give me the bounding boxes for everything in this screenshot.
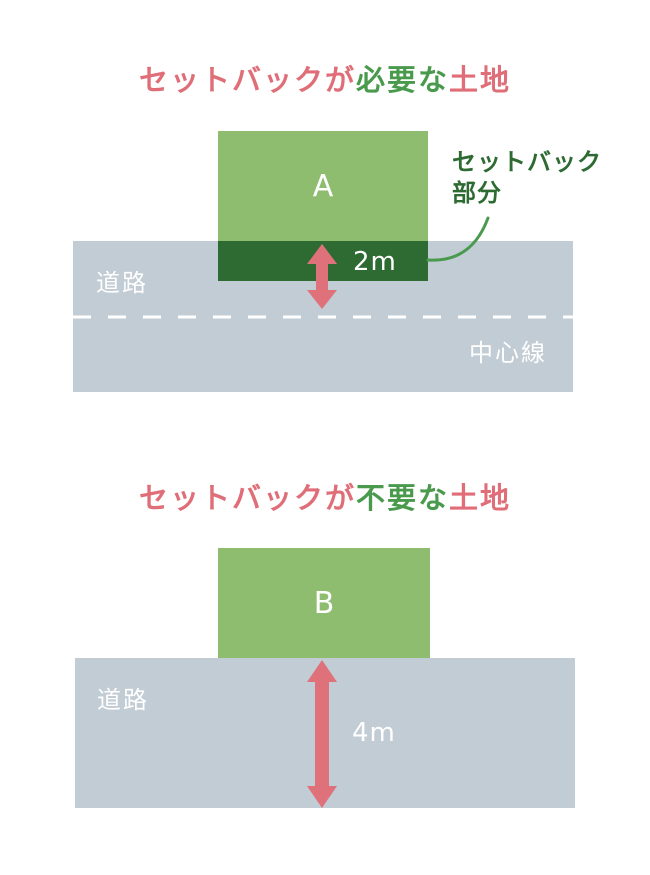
dimension-4m: 4m xyxy=(352,718,396,748)
title-a-part-3: 土地 xyxy=(449,63,512,97)
road-label-b: 道路 xyxy=(97,686,149,714)
title-a-part-1: セットバックが xyxy=(138,63,356,97)
title-b-part-1: セットバックが xyxy=(138,481,356,515)
double-arrow-2m-icon xyxy=(307,244,337,309)
title-setback-not-required: セットバックが不要な土地 xyxy=(0,475,650,517)
double-arrow-4m-icon xyxy=(307,660,337,808)
setback-callout: セットバック 部分 xyxy=(452,147,602,209)
callout-line-2: 部分 xyxy=(452,179,502,207)
centerline-label: 中心線 xyxy=(469,339,547,367)
title-b-part-3: 土地 xyxy=(449,481,512,515)
title-b-part-2: 不要な xyxy=(355,481,449,515)
dimension-2m: 2m xyxy=(353,247,397,277)
callout-line-1: セットバック xyxy=(452,148,602,176)
title-setback-required: セットバックが必要な土地 xyxy=(0,57,650,99)
plot-b-label: B xyxy=(313,585,335,621)
callout-leader-line xyxy=(426,216,490,262)
title-a-part-2: 必要な xyxy=(355,63,449,97)
plot-a-label: A xyxy=(312,168,334,204)
road-label-a: 道路 xyxy=(96,269,148,297)
plot-a: A xyxy=(218,131,428,241)
plot-b: B xyxy=(218,548,430,658)
